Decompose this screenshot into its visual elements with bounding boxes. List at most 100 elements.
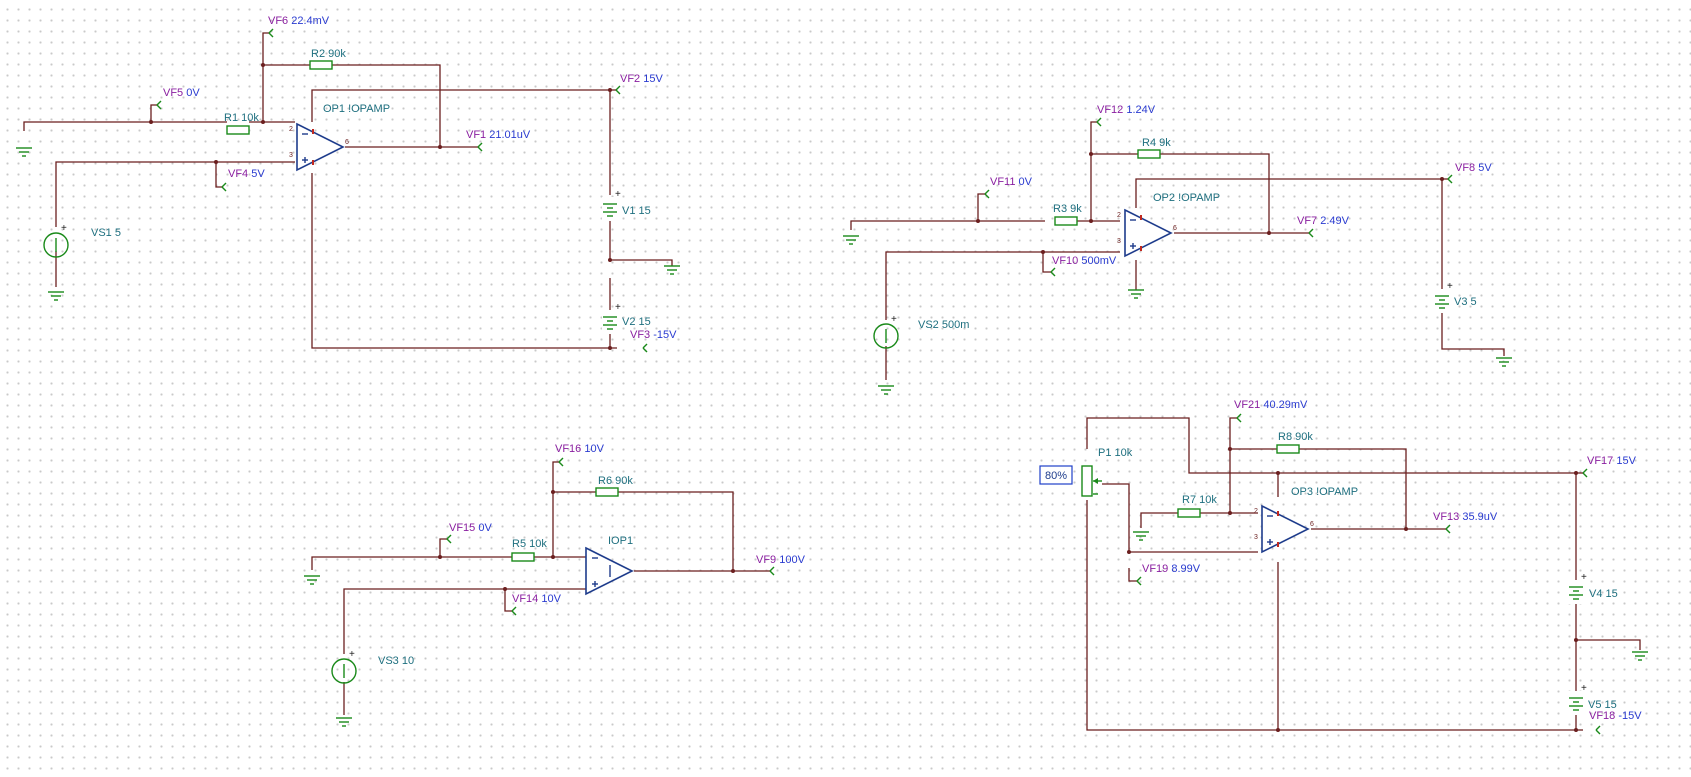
probe-value: 21.01uV <box>489 129 531 141</box>
resistor-label-r8: R8 90k <box>1278 431 1313 443</box>
wire <box>439 538 447 557</box>
voltmeter-probe-icon[interactable] <box>984 189 990 199</box>
voltmeter-probe-icon[interactable] <box>769 566 775 576</box>
junction-dot <box>1041 250 1045 254</box>
voltage-source-vs1[interactable] <box>43 232 69 258</box>
voltmeter-probe-icon[interactable] <box>477 142 483 152</box>
potentiometer-setting: 80% <box>1045 470 1067 482</box>
battery-v3[interactable] <box>1434 289 1450 313</box>
probe-label-vf9: VF9 100V <box>756 554 806 566</box>
pin-number: 3 <box>1254 534 1258 541</box>
voltage-source-vs2[interactable] <box>873 323 899 349</box>
voltmeter-probe-icon[interactable] <box>1136 576 1142 586</box>
opamp-label-op3: OP3 !OPAMP <box>1291 486 1358 498</box>
voltmeter-probe-icon[interactable] <box>511 606 517 616</box>
pin-number: 2 <box>1254 508 1258 515</box>
voltmeter-probe-icon[interactable] <box>446 534 452 544</box>
probe-label-vf15: VF15 0V <box>449 522 492 534</box>
voltmeter-probe-icon[interactable] <box>1050 267 1056 277</box>
voltmeter-probe-icon[interactable] <box>156 100 162 110</box>
voltmeter-probe-icon[interactable] <box>642 343 648 353</box>
source-label-vs3: VS3 10 <box>378 655 414 667</box>
pin-number: 3 <box>1117 238 1121 245</box>
probe-id: VF19 <box>1142 563 1171 575</box>
potentiometer-p1[interactable] <box>1081 465 1102 497</box>
plus-sign: + <box>615 302 621 313</box>
probe-value: 500mV <box>1081 255 1117 267</box>
resistor-r3[interactable] <box>1054 216 1078 226</box>
battery-v1[interactable] <box>602 197 618 221</box>
junction-dot <box>551 555 555 559</box>
voltmeter-probe-icon[interactable] <box>1595 725 1601 735</box>
opamp-op3[interactable] <box>1261 504 1310 554</box>
voltmeter-probe-icon[interactable] <box>1447 174 1453 184</box>
probe-label-vf10: VF10 500mV <box>1052 255 1117 267</box>
voltmeter-probe-icon[interactable] <box>268 28 274 38</box>
resistor-r2[interactable] <box>309 60 333 70</box>
probe-label-vf12: VF12 1.24V <box>1097 104 1156 116</box>
probe-id: VF14 <box>512 593 541 605</box>
resistor-r5[interactable] <box>511 552 535 562</box>
voltmeter-probe-icon[interactable] <box>1096 117 1102 127</box>
battery-v5[interactable] <box>1568 691 1584 715</box>
probe-value: 35.9uV <box>1462 511 1498 523</box>
voltmeter-probe-icon[interactable] <box>615 85 621 95</box>
potentiometer-setting-box[interactable] <box>1039 465 1073 485</box>
wire <box>618 491 734 571</box>
voltmeter-probe-icon[interactable] <box>1236 413 1242 423</box>
battery-label-v2: V2 15 <box>622 316 651 328</box>
probe-id: VF15 <box>449 522 478 534</box>
opamp-label-op2: OP2 !OPAMP <box>1153 192 1220 204</box>
battery-v2[interactable] <box>602 310 618 334</box>
source-label-vs1: VS1 5 <box>91 227 121 239</box>
supply-pin <box>1277 542 1279 547</box>
junction-dot <box>608 346 612 350</box>
voltmeter-probe-icon[interactable] <box>1582 468 1588 478</box>
voltmeter-probe-icon[interactable] <box>221 182 227 192</box>
resistor-label-r6: R6 90k <box>598 475 633 487</box>
junction-dot <box>1228 511 1232 515</box>
resistor-r8[interactable] <box>1276 444 1300 454</box>
opamp-iop1[interactable] <box>585 546 634 596</box>
voltage-source-vs3[interactable] <box>331 658 357 684</box>
wire <box>1229 417 1237 513</box>
junction-dot <box>261 120 265 124</box>
probe-value: 0V <box>478 522 492 534</box>
probe-id: VF13 <box>1433 511 1462 523</box>
junction-dot <box>1276 728 1280 732</box>
pin-number: 2 <box>289 126 293 133</box>
wire <box>311 556 512 570</box>
resistor-r4[interactable] <box>1137 149 1161 159</box>
voltmeter-probe-icon[interactable] <box>558 457 564 467</box>
wire <box>552 461 559 557</box>
probe-value: 0V <box>1019 176 1033 188</box>
voltmeter-probe-icon[interactable] <box>1308 228 1314 238</box>
probe-value: 15V <box>643 73 663 85</box>
probe-label-vf2: VF2 15V <box>620 73 663 85</box>
probe-value: -15V <box>653 329 677 341</box>
voltmeter-probe-icon[interactable] <box>1445 524 1451 534</box>
opamp-op1[interactable] <box>296 122 345 172</box>
supply-pin <box>1140 246 1142 251</box>
resistor-r1[interactable] <box>226 125 250 135</box>
probe-value: 15V <box>1616 455 1636 467</box>
junction-dot <box>1228 447 1232 451</box>
probe-value: 2.49V <box>1320 215 1349 227</box>
probe-id: VF6 <box>268 15 291 27</box>
opamp-op2[interactable] <box>1124 208 1173 258</box>
resistor-r7[interactable] <box>1177 508 1201 518</box>
junction-dot <box>261 63 265 67</box>
plus-sign: + <box>615 189 621 200</box>
wire <box>1042 252 1051 273</box>
junction-dot <box>1089 219 1093 223</box>
probe-label-vf17: VF17 15V <box>1587 455 1637 467</box>
junction-dot <box>214 160 218 164</box>
potentiometer-label: P1 10k <box>1098 447 1133 459</box>
battery-v4[interactable] <box>1568 580 1584 604</box>
junction-dot <box>1089 152 1093 156</box>
pin-number: 2 <box>1117 212 1121 219</box>
wire <box>1576 639 1641 650</box>
junction-dot <box>976 219 980 223</box>
junction-dot <box>608 258 612 262</box>
resistor-r6[interactable] <box>595 487 619 497</box>
